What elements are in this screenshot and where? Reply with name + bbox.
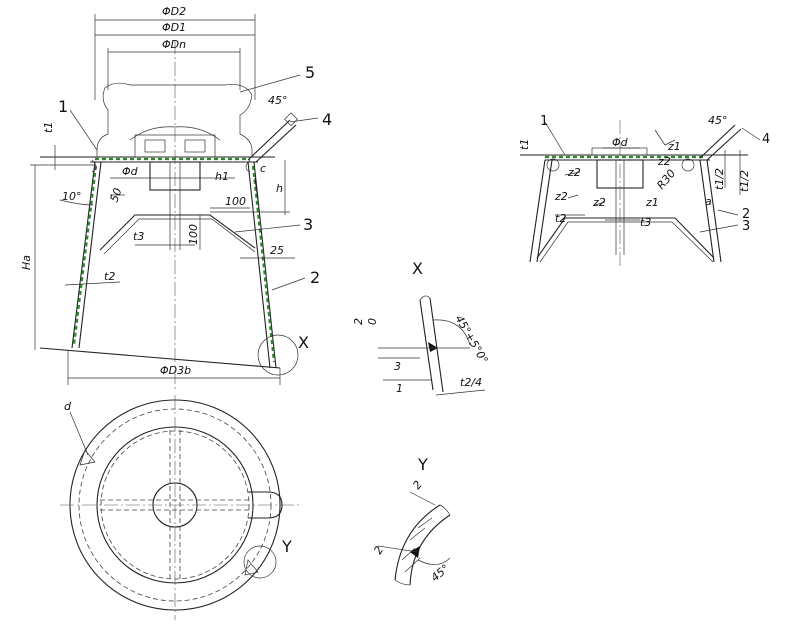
label-h1: h1 — [215, 170, 229, 183]
detail-x-title: X — [412, 259, 423, 278]
small-z2b: z2 — [554, 190, 568, 203]
front-view: ΦD2 ΦD1 ΦDn ΦD3b Φd 45° 10° 50 100 100 2… — [20, 5, 332, 390]
label-d: d — [64, 400, 72, 413]
label-t2: t2 — [104, 270, 115, 283]
detail-y-dim-2a: 2 — [410, 478, 424, 492]
label-t3: t3 — [133, 230, 144, 243]
label-dn: ΦDn — [162, 38, 186, 51]
callout-5: 5 — [305, 63, 315, 82]
small-z1a: z1 — [667, 140, 681, 153]
detail-x-dim-0: 0 — [366, 318, 379, 325]
label-25: 25 — [270, 244, 284, 257]
small-t2: t2 — [555, 212, 566, 225]
label-angle-10: 10° — [62, 190, 82, 203]
small-callout-4: 4 — [762, 132, 770, 147]
detail-x-dim-3: 3 — [394, 360, 401, 373]
small-z2a: z2 — [567, 166, 581, 179]
label-d1: ΦD1 — [162, 21, 186, 34]
label-x-mark: X — [298, 333, 309, 352]
label-h: h — [276, 182, 283, 195]
small-callout-2: 2 — [742, 207, 750, 222]
small-z2d: z2 — [657, 155, 671, 168]
label-phi-d: Φd — [122, 165, 139, 178]
label-d2: ΦD2 — [162, 5, 186, 18]
small-callout-1: 1 — [540, 114, 548, 129]
small-side-view: Φd 45° R30 z1 z1 z2 z2 z2 z2 t1 t1/2 t1/… — [518, 114, 770, 268]
small-z2c: z2 — [592, 196, 606, 209]
small-t1-2a: t1/2 — [713, 168, 726, 190]
detail-x-dim-2: 2 — [352, 318, 365, 325]
label-c: c — [260, 162, 266, 175]
label-d3: ΦD3b — [160, 364, 191, 377]
label-100-v: 100 — [187, 224, 200, 245]
detail-y-title: Y — [417, 455, 428, 474]
callout-3: 3 — [303, 215, 313, 234]
detail-x-dim-1: 1 — [396, 382, 403, 395]
detail-y-angle: 45° — [429, 562, 452, 584]
plan-view: d Y — [60, 395, 300, 620]
small-t3: t3 — [640, 216, 651, 229]
detail-x: X 2 0 3 1 45°+5°0° t2/4 — [352, 259, 491, 396]
small-callout-3: 3 — [742, 219, 750, 234]
label-H: Ha — [20, 255, 33, 270]
label-angle-45: 45° — [268, 94, 288, 107]
small-t1-2b: t1/2 — [738, 170, 751, 192]
small-z1b: z1 — [645, 196, 659, 209]
callout-1: 1 — [58, 97, 68, 116]
detail-y: Y 2 2 45° — [371, 455, 452, 586]
label-50: 50 — [108, 186, 125, 204]
label-t1: t1 — [42, 122, 55, 133]
small-angle-45: 45° — [708, 114, 728, 127]
label-100-h: 100 — [225, 195, 246, 208]
callout-4: 4 — [322, 110, 332, 129]
detail-x-t2-4: t2/4 — [460, 376, 482, 389]
detail-x-angle: 45°+5°0° — [452, 313, 490, 366]
callout-2: 2 — [310, 268, 320, 287]
small-r30: R30 — [654, 167, 678, 192]
small-t1: t1 — [518, 139, 531, 150]
small-phi-d: Φd — [612, 136, 629, 149]
label-y-mark: Y — [281, 537, 292, 556]
small-a: a — [705, 195, 712, 208]
